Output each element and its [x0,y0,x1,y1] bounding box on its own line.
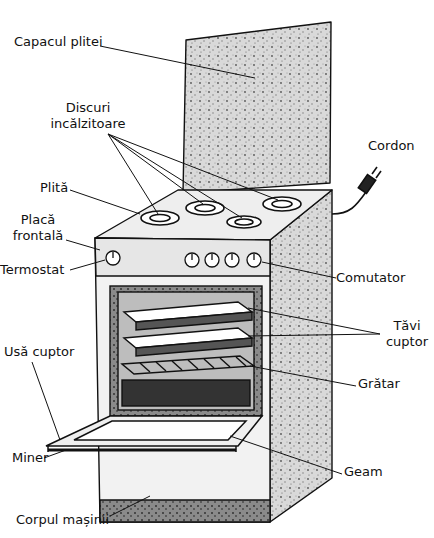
part-label: Geam [344,464,404,480]
part-label: Termostat [0,262,80,278]
cooktop [95,190,332,240]
side-panel [270,190,332,522]
part-label: Usă cuptor [4,344,104,360]
part-label: Comutator [336,270,426,286]
part-label: Corpul mașinii [16,512,156,528]
part-label: Plită [40,180,90,196]
lid [183,22,331,193]
leader-lines [32,46,380,516]
part-label: Tăvi cuptor [380,318,434,350]
knobs [106,251,261,267]
oven-cavity [110,286,262,416]
part-label: Capacul plitei [14,34,134,50]
part-label: Placă frontală [6,212,70,244]
front-face [95,238,270,522]
burners [141,197,301,228]
power-cord [332,167,381,214]
front-panel [95,238,270,276]
kickplate [100,500,270,522]
oven-door [46,416,262,452]
part-label: Discuri incălzitoare [40,100,136,132]
part-label: Cordon [368,138,428,154]
stove-body [95,22,332,522]
part-label: Grătar [358,376,428,392]
part-label: Miner [12,450,72,466]
